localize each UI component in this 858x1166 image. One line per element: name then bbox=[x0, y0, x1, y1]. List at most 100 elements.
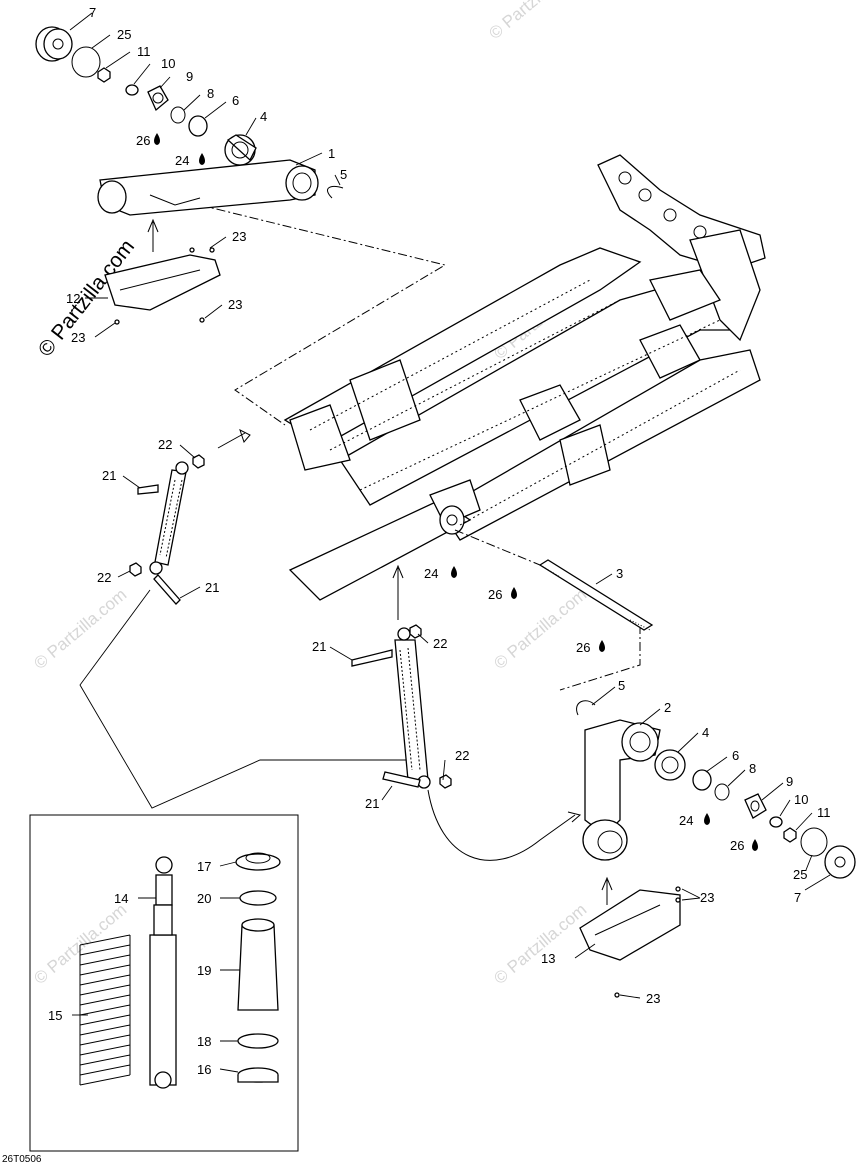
seal-8-top bbox=[170, 106, 186, 124]
flange-9-top bbox=[147, 85, 169, 112]
bolt-23-g bbox=[614, 992, 620, 998]
o-ring-25-bottom bbox=[800, 827, 828, 857]
grease-drop-icon-24a bbox=[199, 153, 205, 165]
assembly-lines bbox=[79, 204, 641, 905]
grease-drop-icon-26c bbox=[599, 640, 605, 652]
callout-23-e: 23 bbox=[646, 991, 660, 1006]
callout-25-bottom: 25 bbox=[793, 867, 807, 882]
skid-plate-12 bbox=[104, 254, 221, 311]
washer-18 bbox=[237, 1033, 279, 1049]
watermark-mid-left: © Partzilla.com bbox=[30, 585, 130, 673]
vehicle-frame bbox=[283, 154, 766, 601]
callout-21-a: 21 bbox=[102, 468, 116, 483]
swing-arm-1 bbox=[97, 159, 319, 216]
bump-boot-19 bbox=[237, 918, 279, 1011]
nut-22-d bbox=[439, 774, 452, 789]
grease-drop-icon-26a bbox=[154, 133, 160, 145]
damper-14 bbox=[149, 856, 177, 1089]
bolt-21-d bbox=[382, 771, 421, 788]
grease-drop-icon-26b bbox=[511, 587, 517, 599]
callout-26-mid: 26 bbox=[488, 587, 502, 602]
callout-23-c: 23 bbox=[71, 330, 85, 345]
callout-16: 16 bbox=[197, 1062, 211, 1077]
callout-labels: 7 25 11 10 9 8 6 4 26 24 1 5 23 23 12 23… bbox=[48, 5, 831, 1077]
callout-26-bottom: 26 bbox=[730, 838, 744, 853]
nut-22-b bbox=[129, 562, 142, 577]
bolt-23-a bbox=[189, 247, 195, 253]
callout-10-top: 10 bbox=[161, 56, 175, 71]
bolt-23-d bbox=[114, 319, 120, 325]
washer-10-bottom bbox=[769, 816, 783, 828]
coil-spring-15 bbox=[79, 934, 131, 1086]
callout-13: 13 bbox=[541, 951, 555, 966]
ring-6-top bbox=[188, 115, 208, 137]
callout-23-d: 23 bbox=[700, 890, 714, 905]
pivot-shaft-3 bbox=[538, 559, 654, 631]
callout-6-top: 6 bbox=[232, 93, 239, 108]
callout-5-top: 5 bbox=[340, 167, 347, 182]
nut-11-bottom bbox=[783, 827, 797, 843]
bearing-4-top bbox=[224, 134, 257, 166]
leader-lines bbox=[69, 12, 831, 1073]
bolt-21-a bbox=[137, 484, 159, 495]
callout-22-b: 22 bbox=[97, 570, 111, 585]
callout-24-top: 24 bbox=[175, 153, 189, 168]
grease-drop-icon-24c bbox=[704, 813, 710, 825]
callout-19: 19 bbox=[197, 963, 211, 978]
circlip-5-top bbox=[327, 185, 344, 199]
swing-arm-2 bbox=[582, 719, 661, 861]
bolt-23-b bbox=[209, 247, 215, 253]
grease-drop-icon-26d bbox=[752, 839, 758, 851]
callout-8-top: 8 bbox=[207, 86, 214, 101]
bolt-23-e bbox=[675, 886, 681, 892]
drawing-code: 26T0506 bbox=[2, 1154, 42, 1165]
callout-22-d: 22 bbox=[455, 748, 469, 763]
nut-22-c bbox=[409, 624, 422, 639]
nut-22-a bbox=[192, 454, 205, 469]
callout-12: 12 bbox=[66, 291, 80, 306]
rear-swing-arm-group bbox=[576, 700, 856, 998]
watermark-low-right: © Partzilla.com bbox=[490, 900, 590, 988]
callout-25-top: 25 bbox=[117, 27, 131, 42]
callout-15: 15 bbox=[48, 1008, 62, 1023]
rear-shock-absorber bbox=[351, 624, 452, 789]
callout-10-bottom: 10 bbox=[794, 792, 808, 807]
o-ring-25-top bbox=[71, 46, 101, 78]
front-swing-arm-group bbox=[35, 26, 344, 325]
callout-14: 14 bbox=[114, 891, 128, 906]
collar-20 bbox=[239, 890, 277, 906]
callout-5-bottom: 5 bbox=[618, 678, 625, 693]
callout-18: 18 bbox=[197, 1034, 211, 1049]
callout-21-d: 21 bbox=[365, 796, 379, 811]
bolt-21-c bbox=[351, 649, 393, 667]
flange-9-bottom bbox=[744, 793, 767, 819]
callout-11-top: 11 bbox=[137, 44, 151, 59]
bearing-4-bottom bbox=[654, 749, 686, 781]
lubricant-drop-icons bbox=[154, 133, 758, 851]
callout-21-c: 21 bbox=[312, 639, 326, 654]
callout-7-bottom: 7 bbox=[794, 890, 801, 905]
callout-22-a: 22 bbox=[158, 437, 172, 452]
callout-4-top: 4 bbox=[260, 109, 267, 124]
bolt-21-b bbox=[153, 574, 181, 605]
callout-20: 20 bbox=[197, 891, 211, 906]
watermark-mid-center: © Partzilla.com bbox=[490, 585, 590, 673]
front-shock-absorber bbox=[129, 454, 205, 605]
callout-23-a: 23 bbox=[232, 229, 246, 244]
callout-21-b: 21 bbox=[205, 580, 219, 595]
grease-drop-icon-24b bbox=[451, 566, 457, 578]
callout-3: 3 bbox=[616, 566, 623, 581]
callout-6-bottom: 6 bbox=[732, 748, 739, 763]
callout-17: 17 bbox=[197, 859, 211, 874]
callout-22-c: 22 bbox=[433, 636, 447, 651]
callout-4-bottom: 4 bbox=[702, 725, 709, 740]
nut-11-top bbox=[97, 67, 111, 83]
callout-1: 1 bbox=[328, 146, 335, 161]
callout-8-bottom: 8 bbox=[749, 761, 756, 776]
ring-6-bottom bbox=[692, 769, 712, 791]
callout-24-mid: 24 bbox=[424, 566, 438, 581]
shock-detail-inset bbox=[29, 814, 299, 1152]
callout-24-bottom: 24 bbox=[679, 813, 693, 828]
callout-7-top: 7 bbox=[89, 5, 96, 20]
